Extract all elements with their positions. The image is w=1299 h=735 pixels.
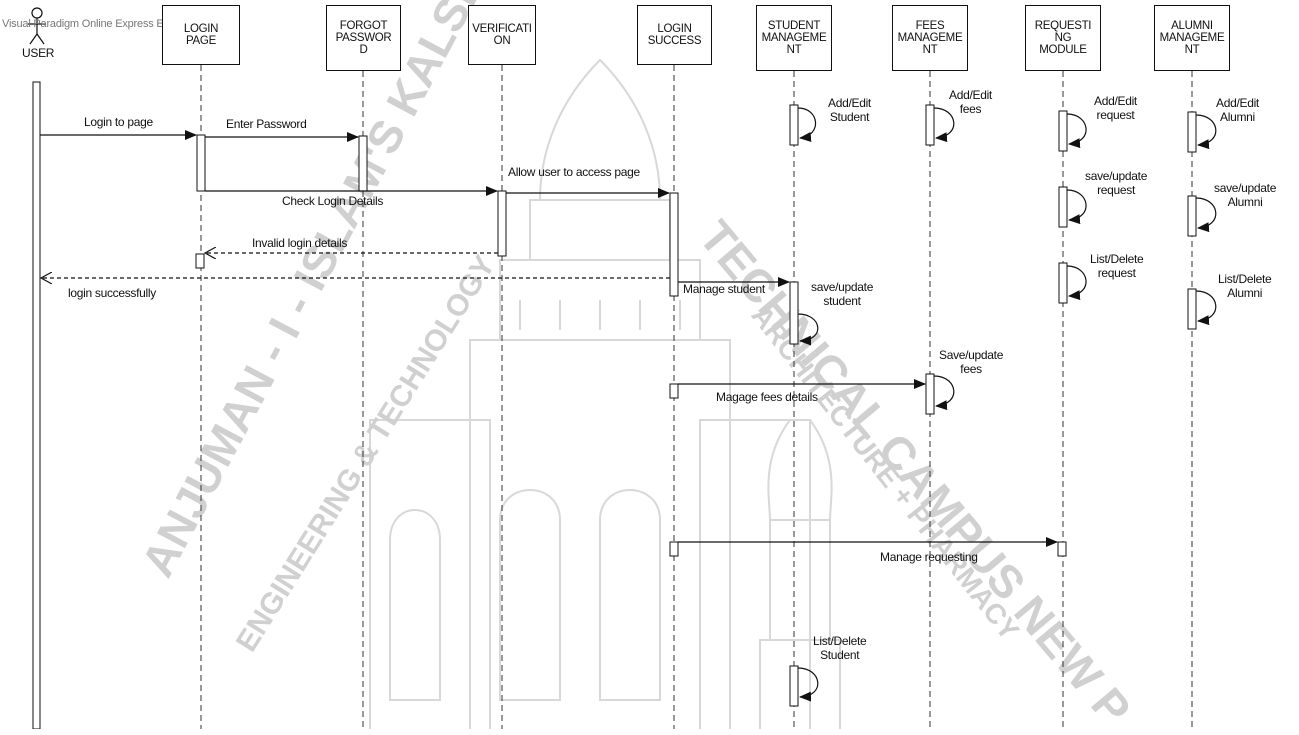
lifeline-header-login-page: LOGIN PAGE [162, 5, 240, 65]
editor-watermark: Visual Paradigm Online Express Edition [2, 18, 189, 30]
self-save-update-student [797, 313, 819, 346]
activation-forgot-password [358, 135, 368, 192]
activation-request-4 [1057, 541, 1067, 557]
lifeline-header-requesting-module: REQUESTI NG MODULE [1025, 5, 1101, 71]
activation-login-page-error [195, 253, 205, 269]
self-add-edit-alumni [1195, 114, 1217, 150]
activation-fees [925, 104, 935, 146]
lifeline-header-alumni-management: ALUMNI MANAGEME NT [1154, 5, 1230, 71]
self-add-edit-student [797, 107, 817, 142]
self-add-edit-fees [933, 107, 955, 143]
self-label-list-delete-request: List/Delete request [1090, 252, 1144, 280]
user-activation-bar [32, 81, 41, 729]
activation-student-3 [789, 665, 799, 707]
self-label-save-update-request: save/update request [1085, 169, 1148, 197]
self-label-save-update-student: save/update student [811, 280, 874, 308]
self-label-list-delete-student: List/Delete Student [813, 634, 867, 662]
self-save-update-request [1066, 189, 1087, 225]
lifeline-header-student-management: STUDENT MANAGEME NT [756, 5, 832, 71]
message-label-allow-user: Allow user to access page [508, 165, 640, 179]
activation-alumni-2 [1187, 195, 1197, 237]
message-label-login-to-page: Login to page [84, 115, 153, 129]
message-label-check-login-details: Check Login Details [282, 194, 384, 208]
message-label-login-successfully: login successfully [68, 286, 156, 300]
message-label-manage-fees: Magage fees details [716, 390, 818, 404]
actor-label: USER [22, 46, 55, 60]
lifeline-header-forgot-password: FORGOT PASSWOR D [326, 5, 401, 71]
activation-request-2 [1058, 186, 1068, 228]
lifeline-header-login-success: LOGIN SUCCESS [637, 5, 712, 65]
self-list-delete-request [1066, 265, 1087, 301]
activation-student [789, 104, 799, 146]
message-arrows [40, 130, 1058, 547]
self-label-save-update-fees: Save/update fees [939, 348, 1004, 376]
self-list-delete-alumni [1195, 290, 1217, 326]
self-save-update-alumni [1195, 197, 1217, 233]
self-message-loops [797, 107, 1217, 702]
activation-alumni-3 [1187, 288, 1197, 330]
activation-login-page [196, 134, 206, 192]
self-label-add-edit-fees: Add/Edit fees [949, 88, 992, 116]
self-label-list-delete-alumni: List/Delete Alumni [1218, 272, 1272, 300]
message-label-invalid-login: Invalid login details [252, 236, 348, 250]
lifeline-header-fees-management: FEES MANAGEME NT [892, 5, 968, 71]
user-actor-icon [28, 7, 46, 45]
lifeline-header-verification: VERIFICATI ON [468, 5, 536, 65]
self-label-add-edit-request: Add/Edit request [1094, 94, 1137, 122]
activation-alumni [1187, 111, 1197, 153]
activation-login-success [669, 192, 679, 297]
self-list-delete-student [797, 667, 819, 702]
self-label-add-edit-student: Add/Edit Student [828, 96, 871, 124]
activation-request [1058, 110, 1068, 152]
message-label-manage-student: Manage student [683, 282, 765, 296]
self-save-update-fees [933, 375, 955, 411]
activation-fees-2 [925, 373, 935, 415]
activation-verification [497, 190, 507, 257]
lifelines [200, 65, 1193, 729]
self-label-add-edit-alumni: Add/Edit Alumni [1216, 96, 1259, 124]
self-add-edit-request [1066, 113, 1087, 149]
message-label-enter-password: Enter Password [226, 117, 307, 131]
message-label-manage-requesting: Manage requesting [880, 550, 978, 564]
activation-request-3 [1058, 262, 1068, 304]
self-label-save-update-alumni: save/update Alumni [1214, 181, 1277, 209]
activation-login-success-fees [669, 383, 679, 399]
activation-student-2 [789, 281, 799, 345]
activation-login-success-request [669, 541, 679, 557]
activation-bars [195, 104, 1197, 707]
